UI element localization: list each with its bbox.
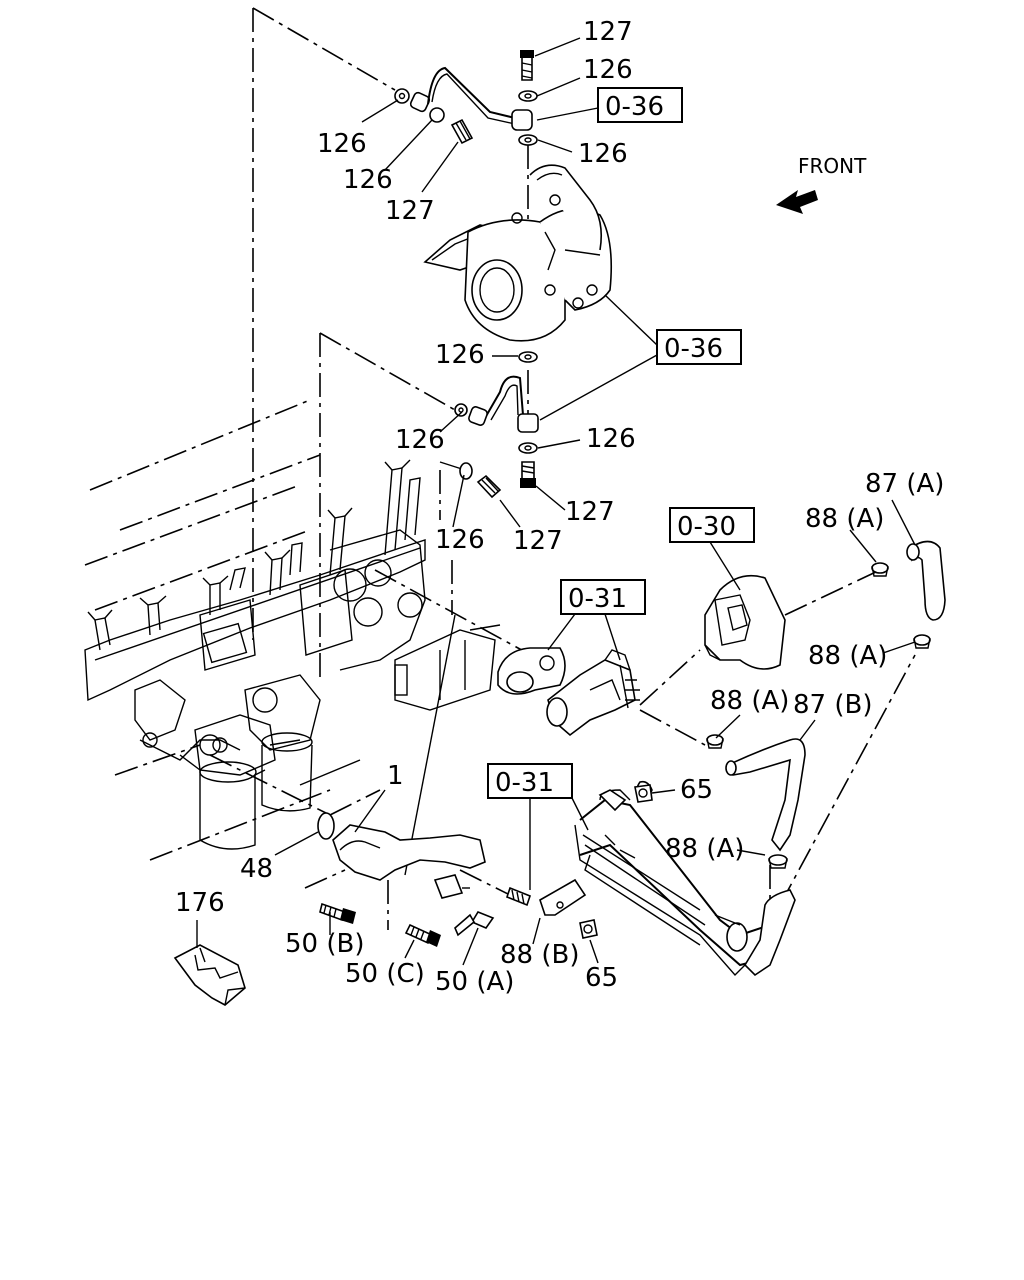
callout-176: 176 bbox=[175, 888, 225, 918]
ref-box-label: 0-31 bbox=[568, 584, 627, 614]
callout-126: 126 bbox=[395, 425, 445, 455]
front-arrow-icon bbox=[776, 190, 818, 214]
callout-50a: 50 (A) bbox=[435, 967, 514, 997]
oil-hoses bbox=[706, 540, 946, 869]
callout-126: 126 bbox=[583, 55, 633, 85]
callout-126: 126 bbox=[317, 129, 367, 159]
engine-block bbox=[84, 399, 496, 861]
callout-87b: 87 (B) bbox=[793, 690, 872, 720]
callout-88a: 88 (A) bbox=[710, 686, 789, 716]
ref-box-label: 0-30 bbox=[677, 512, 736, 542]
callout-88b: 88 (B) bbox=[500, 940, 579, 970]
callout-127: 127 bbox=[583, 17, 633, 47]
callout-126: 126 bbox=[343, 165, 393, 195]
callout-126: 126 bbox=[586, 424, 636, 454]
callout-127: 127 bbox=[565, 497, 615, 527]
assembly-leader-lines bbox=[209, 7, 916, 930]
ref-box-label: 0-31 bbox=[495, 768, 554, 798]
callout-labels: 127 126 126 126 126 127 126 126 126 126 … bbox=[175, 17, 944, 997]
oil-pipe bbox=[317, 812, 587, 916]
oil-cooler-pipe-assembly bbox=[574, 780, 796, 977]
ref-box-0-31-low: 0-31 bbox=[487, 763, 589, 890]
ref-box-label: 0-36 bbox=[664, 334, 723, 364]
callout-87a: 87 (A) bbox=[865, 469, 944, 499]
oil-cooler-inlet-assembly bbox=[497, 647, 640, 737]
callout-65: 65 bbox=[585, 963, 618, 993]
oil-feed-pipe-upper bbox=[394, 50, 538, 146]
ref-box-0-36-top: 0-36 bbox=[536, 87, 683, 123]
fasteners bbox=[319, 784, 653, 947]
ref-box-0-30: 0-30 bbox=[669, 507, 755, 591]
callout-126: 126 bbox=[435, 525, 485, 555]
ref-box-0-31-mid: 0-31 bbox=[547, 579, 646, 661]
callout-127: 127 bbox=[513, 526, 563, 556]
oil-return-pipe-lower bbox=[454, 351, 539, 499]
ref-box-label: 0-36 bbox=[605, 92, 664, 122]
callout-126: 126 bbox=[435, 340, 485, 370]
heat-shield bbox=[704, 574, 786, 670]
callout-127: 127 bbox=[385, 196, 435, 226]
callout-88a: 88 (A) bbox=[805, 504, 884, 534]
callout-48: 48 bbox=[240, 854, 273, 884]
callout-88a: 88 (A) bbox=[665, 834, 744, 864]
callout-1: 1 bbox=[387, 761, 404, 791]
cover-plate bbox=[173, 944, 246, 1006]
callout-126: 126 bbox=[578, 139, 628, 169]
callout-88a: 88 (A) bbox=[808, 641, 887, 671]
callout-65: 65 bbox=[680, 775, 713, 805]
front-label: FRONT bbox=[798, 154, 867, 178]
callout-50b: 50 (B) bbox=[285, 929, 364, 959]
ref-box-0-36-mid: 0-36 bbox=[539, 294, 742, 421]
turbocharger bbox=[423, 164, 613, 342]
callout-leaders bbox=[196, 37, 916, 966]
callout-50c: 50 (C) bbox=[345, 959, 425, 989]
